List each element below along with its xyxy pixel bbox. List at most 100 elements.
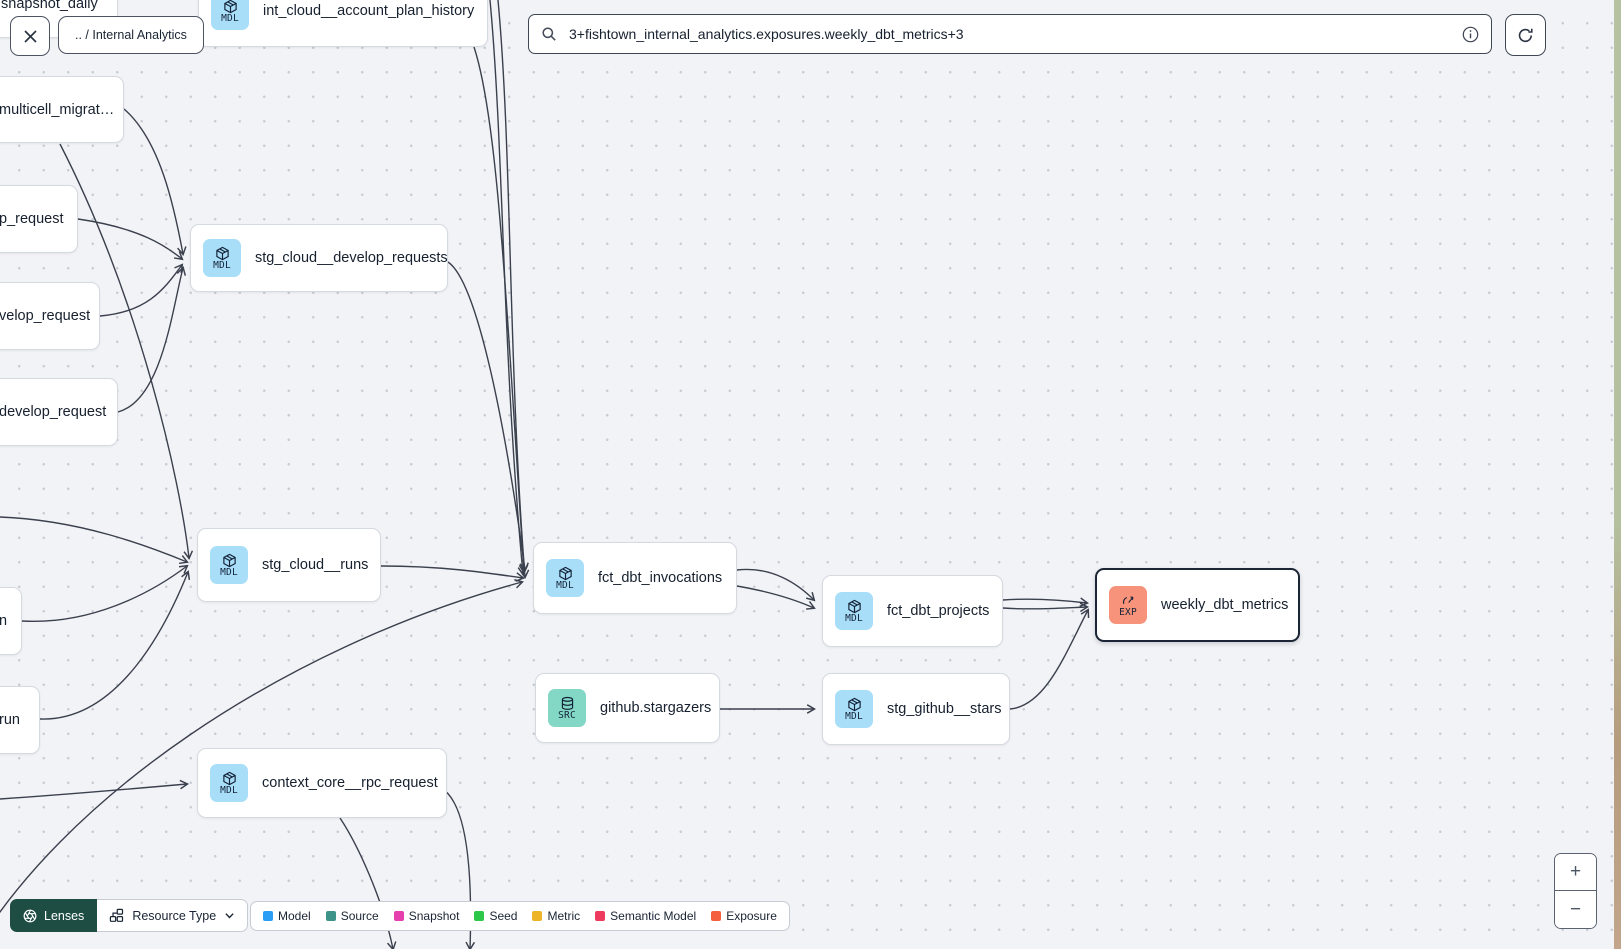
graph-node-stg-cloud-develop-requests[interactable]: MDL stg_cloud__develop_requests [190, 224, 448, 292]
legend-swatch [474, 911, 485, 921]
breadcrumb[interactable]: .. / Internal Analytics [58, 16, 204, 54]
badge-label: MDL [845, 710, 863, 722]
graph-node-run-partial[interactable]: MDLrun [0, 686, 40, 754]
resource-badge: MDL [203, 239, 241, 277]
node-label: fct_dbt_projects [887, 603, 990, 619]
lineage-edge [0, 779, 189, 800]
graph-node-multicell-migrat[interactable]: MDLmulticell_migrat… [0, 76, 124, 143]
lineage-edge [736, 585, 816, 610]
badge-label: MDL [213, 259, 231, 271]
legend-item-metric: Metric [532, 909, 580, 923]
database-icon [561, 696, 573, 710]
cube-icon [215, 246, 229, 260]
node-label: velop_request [0, 308, 91, 324]
node-label: stg_cloud__develop_requests [255, 250, 448, 266]
graph-node-n-partial[interactable]: MDLn [0, 587, 22, 655]
node-label: context_core__rpc_request [262, 775, 438, 791]
graph-node-fct-dbt-projects[interactable]: MDL fct_dbt_projects [822, 575, 1003, 647]
lineage-edge [77, 218, 184, 261]
refresh-icon [1518, 28, 1533, 42]
badge-label: MDL [221, 12, 239, 24]
lineage-edge [380, 565, 525, 582]
node-label: stg_cloud__runs [262, 557, 369, 573]
legend-label: Metric [547, 909, 581, 923]
lineage-edge [1002, 602, 1090, 613]
selector-search-bar[interactable] [528, 14, 1492, 54]
zoom-in-button[interactable]: + [1555, 854, 1596, 891]
info-icon[interactable] [1462, 26, 1479, 43]
legend-swatch [595, 911, 606, 921]
legend-label: Model [278, 909, 311, 923]
refresh-button[interactable] [1505, 14, 1546, 56]
node-label: p_request [0, 211, 64, 227]
badge-label: MDL [556, 579, 574, 591]
graph-node-context-core-rpc-request[interactable]: MDL context_core__rpc_request [197, 748, 447, 818]
legend-swatch [263, 911, 273, 921]
node-label: multicell_migrat… [0, 101, 115, 118]
lineage-edge [0, 579, 524, 914]
lineage-edge [99, 263, 184, 317]
lenses-label: Lenses [44, 908, 85, 923]
node-label: int_cloud__account_plan_history [263, 3, 475, 19]
lineage-edge [447, 261, 529, 572]
legend-item-snapshot: Snapshot [393, 909, 459, 923]
badge-label: EXP [1119, 606, 1137, 618]
cube-icon [222, 553, 236, 567]
node-label: stg_github__stars [887, 701, 1002, 717]
cube-icon [222, 771, 236, 785]
legend-swatch [532, 911, 543, 921]
graph-node-int-cloud-account-plan-history[interactable]: MDL int_cloud__account_plan_history [198, 0, 488, 47]
node-label: n [0, 613, 8, 629]
legend-swatch [393, 911, 404, 921]
legend-label: Semantic Model [610, 909, 697, 923]
lineage-edge [0, 516, 189, 565]
lineage-edge [1002, 597, 1089, 608]
lenses-button[interactable]: Lenses [10, 899, 98, 932]
lineage-edge [497, 0, 530, 580]
resource-badge: MDL [835, 690, 873, 728]
desktop-background-sliver [1614, 0, 1621, 949]
resource-badge: EXP [1109, 586, 1147, 624]
graph-node-stg-github-stars[interactable]: MDL stg_github__stars [822, 673, 1010, 745]
lineage-edge [117, 266, 187, 413]
lineage-edge [1009, 608, 1090, 710]
node-label: fct_dbt_invocations [598, 570, 723, 586]
legend-item-seed: Seed [474, 909, 517, 923]
resource-badge: MDL [546, 559, 584, 597]
lenses-icon [23, 909, 37, 922]
lineage-edge [489, 0, 528, 576]
resource-badge: MDL [835, 592, 873, 630]
cube-icon [847, 697, 861, 711]
lineage-edge [736, 568, 816, 602]
search-input[interactable] [567, 25, 1462, 43]
close-button[interactable] [10, 16, 50, 56]
resource-badge: SRC [548, 689, 586, 727]
gauge-icon [1122, 595, 1133, 604]
cube-icon [847, 599, 861, 613]
node-label: snapshot_daily [1, 0, 98, 12]
graph-node-fct-dbt-invocations[interactable]: MDL fct_dbt_invocations [533, 542, 737, 614]
zoom-out-button[interactable]: − [1555, 891, 1596, 928]
badge-label: MDL [220, 784, 238, 796]
legend-swatch [325, 911, 336, 921]
resource-type-dropdown[interactable]: Resource Type [97, 899, 249, 932]
legend-item-model: Model [263, 909, 311, 923]
node-label: weekly_dbt_metrics [1161, 597, 1289, 613]
cube-icon [223, 0, 237, 13]
legend-label: Source [340, 909, 379, 923]
graph-node-develop-request[interactable]: MDLdevelop_request [0, 378, 118, 446]
resource-type-icon [110, 908, 124, 922]
lineage-edge [473, 46, 529, 575]
graph-node-velop-request[interactable]: MDLvelop_request [0, 282, 100, 350]
badge-label: SRC [558, 709, 576, 721]
lineage-edge [21, 564, 189, 623]
node-label: run [0, 712, 20, 728]
breadcrumb-label: .. / Internal Analytics [75, 28, 187, 42]
graph-node-p-request[interactable]: MDLp_request [0, 185, 78, 253]
lineage-edge [39, 570, 191, 720]
graph-node-weekly-dbt-metrics[interactable]: EXP weekly_dbt_metrics [1095, 568, 1300, 642]
